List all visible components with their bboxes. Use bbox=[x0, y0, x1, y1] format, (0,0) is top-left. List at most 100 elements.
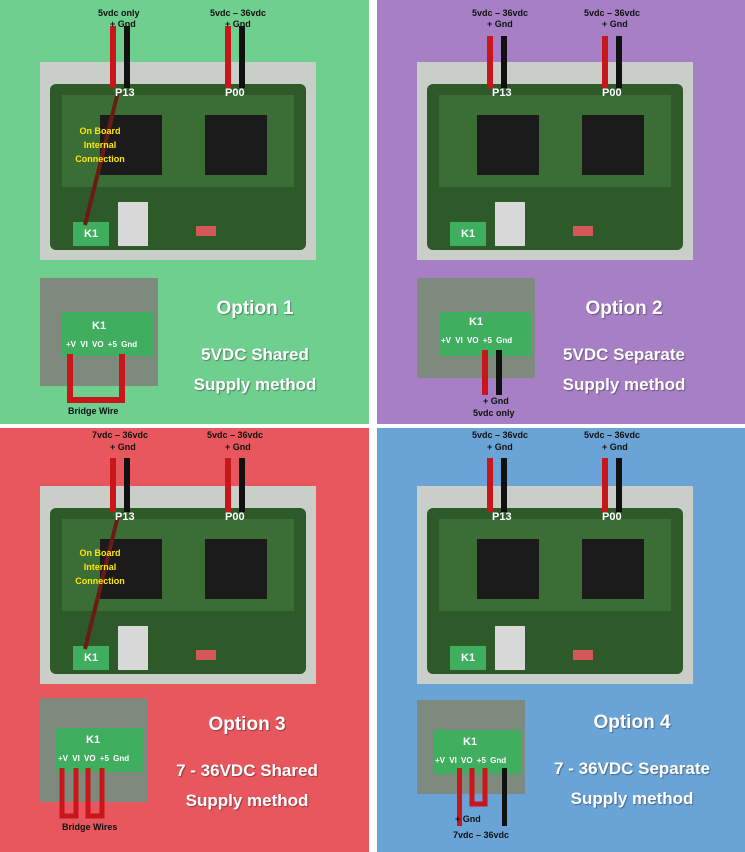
bottom-label: 5vdc only bbox=[473, 408, 515, 418]
k1-board-label: K1 bbox=[461, 652, 476, 664]
connector-body bbox=[433, 730, 521, 774]
top-right-voltage-label: 5vdc – 36vdc bbox=[210, 8, 267, 18]
option-4-panel: 5vdc – 36vdc + Gnd 5vdc – 36vdc + Gnd P1… bbox=[377, 428, 745, 852]
supply-red-wire bbox=[482, 350, 488, 395]
k1-closeup-label: K1 bbox=[92, 320, 107, 332]
onboard-line-3: Connection bbox=[75, 576, 125, 586]
black-wire-left bbox=[501, 36, 507, 88]
onboard-line-2: Internal bbox=[83, 562, 117, 572]
port-p13-label: P13 bbox=[492, 511, 512, 523]
black-wire-right bbox=[616, 458, 622, 512]
top-right-voltage-label: 5vdc – 36vdc bbox=[207, 430, 264, 440]
option-desc-line-1: 7 - 36VDC Shared bbox=[176, 761, 318, 780]
relay-block-left bbox=[477, 539, 539, 599]
port-p00-label: P00 bbox=[225, 511, 245, 523]
top-right-voltage-label: 5vdc – 36vdc bbox=[584, 430, 641, 440]
bridge-wire-2 bbox=[85, 768, 105, 819]
ethernet-jack bbox=[495, 202, 525, 246]
option-1-panel: 5vdc only + Gnd 5vdc – 36vdc + Gnd P13 P… bbox=[0, 0, 369, 424]
top-left-voltage-label: 7vdc – 36vdc bbox=[92, 430, 149, 440]
red-wire-right bbox=[602, 458, 608, 512]
red-header bbox=[196, 650, 216, 660]
option-desc-line-1: 5VDC Separate bbox=[563, 345, 685, 364]
option-3-panel: 7vdc – 36vdc + Gnd 5vdc – 36vdc + Gnd P1… bbox=[0, 428, 369, 852]
option-title: Option 4 bbox=[593, 712, 671, 733]
option-1-graphics bbox=[40, 26, 316, 403]
supply-black-wire bbox=[496, 350, 502, 395]
option-desc-line-1: 7 - 36VDC Separate bbox=[554, 759, 710, 778]
red-header bbox=[196, 226, 216, 236]
ethernet-jack bbox=[118, 626, 148, 670]
onboard-line-3: Connection bbox=[75, 154, 125, 164]
option-desc-line-1: 5VDC Shared bbox=[201, 345, 309, 364]
top-left-voltage-label: 5vdc only bbox=[98, 8, 140, 18]
ethernet-jack bbox=[118, 202, 148, 246]
k1-terminal bbox=[450, 222, 486, 246]
option-title: Option 2 bbox=[585, 298, 663, 319]
top-left-polarity-label: + Gnd bbox=[487, 19, 513, 29]
red-wire-left bbox=[487, 458, 493, 512]
option-desc-line-2: Supply method bbox=[570, 789, 694, 808]
option-description: Option 3 7 - 36VDC Shared Supply method bbox=[152, 714, 342, 816]
red-wire-right bbox=[225, 26, 231, 88]
option-description: Option 4 7 - 36VDC Separate Supply metho… bbox=[537, 712, 727, 814]
port-p13-label: P13 bbox=[115, 87, 135, 99]
red-wire-left bbox=[110, 458, 116, 512]
k1-closeup-label: K1 bbox=[86, 734, 101, 746]
onboard-line-1: On Board bbox=[79, 548, 121, 558]
bottom-polarity-label: + Gnd bbox=[455, 814, 481, 824]
option-title: Option 1 bbox=[216, 298, 294, 319]
black-wire-left bbox=[124, 26, 130, 88]
option-description: Option 1 5VDC Shared Supply method bbox=[160, 298, 350, 400]
onboard-connection-label: On Board Internal Connection bbox=[65, 546, 135, 588]
black-wire-left bbox=[501, 458, 507, 512]
option-4-graphics bbox=[417, 458, 693, 826]
port-p00-label: P00 bbox=[602, 511, 622, 523]
relay-block-right bbox=[205, 539, 267, 599]
onboard-line-1: On Board bbox=[79, 126, 121, 136]
relay-block-right bbox=[582, 539, 644, 599]
connector-body bbox=[62, 312, 154, 356]
red-header bbox=[573, 650, 593, 660]
pin-labels: +V VI VO +5 Gnd bbox=[441, 336, 513, 345]
k1-board-label: K1 bbox=[461, 228, 476, 240]
red-wire-right bbox=[225, 458, 231, 512]
k1-board-label: K1 bbox=[84, 652, 99, 664]
option-desc-line-2: Supply method bbox=[193, 375, 317, 394]
pin-labels: +V VI VO +5 Gnd bbox=[58, 754, 130, 763]
connector-body bbox=[56, 728, 144, 772]
bridge-wire-1 bbox=[59, 768, 79, 819]
option-3-graphics bbox=[40, 458, 316, 819]
top-right-polarity-label: + Gnd bbox=[602, 19, 628, 29]
top-left-polarity-label: + Gnd bbox=[487, 442, 513, 452]
red-header bbox=[573, 226, 593, 236]
ethernet-jack bbox=[495, 626, 525, 670]
top-right-polarity-label: + Gnd bbox=[225, 442, 251, 452]
relay-block-right bbox=[205, 115, 267, 175]
option-desc-line-2: Supply method bbox=[562, 375, 686, 394]
onboard-line-2: Internal bbox=[83, 140, 117, 150]
k1-terminal bbox=[450, 646, 486, 670]
internal-connection-wire bbox=[83, 515, 120, 650]
option-2-panel: 5vdc – 36vdc + Gnd 5vdc – 36vdc + Gnd P1… bbox=[377, 0, 745, 424]
top-left-voltage-label: 5vdc – 36vdc bbox=[472, 430, 529, 440]
black-wire-left bbox=[124, 458, 130, 512]
pin-labels: +V VI VO +5 Gnd bbox=[435, 756, 507, 765]
red-wire-left bbox=[487, 36, 493, 88]
black-wire-right bbox=[616, 36, 622, 88]
port-p13-label: P13 bbox=[492, 87, 512, 99]
bottom-label: Bridge Wire bbox=[68, 406, 119, 416]
black-wire-right bbox=[239, 26, 245, 88]
top-left-polarity-label: + Gnd bbox=[110, 19, 136, 29]
pin-labels: +V VI VO +5 Gnd bbox=[66, 340, 138, 349]
top-left-polarity-label: + Gnd bbox=[110, 442, 136, 452]
supply-black-wire bbox=[502, 768, 507, 826]
red-wire-left bbox=[110, 26, 116, 88]
connector-body bbox=[439, 312, 531, 356]
k1-closeup-label: K1 bbox=[463, 736, 478, 748]
k1-closeup-label: K1 bbox=[469, 316, 484, 328]
port-p00-label: P00 bbox=[602, 87, 622, 99]
option-desc-line-2: Supply method bbox=[185, 791, 309, 810]
k1-terminal bbox=[73, 646, 109, 670]
option-description: Option 2 5VDC Separate Supply method bbox=[529, 298, 719, 400]
